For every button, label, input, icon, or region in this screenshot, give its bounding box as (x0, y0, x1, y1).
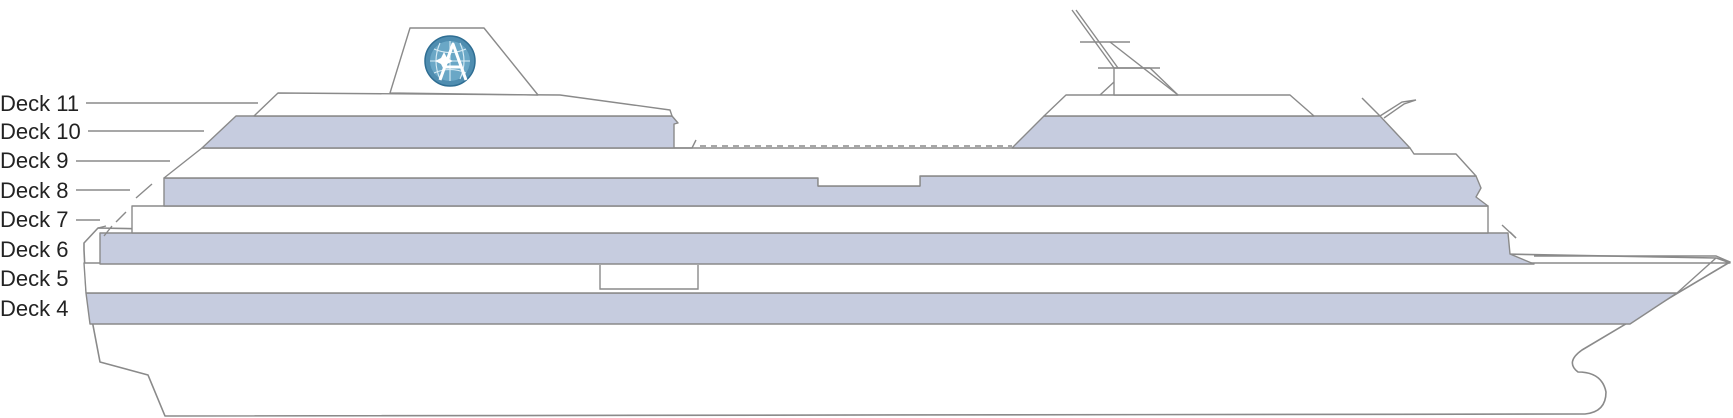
globe-compass-logo-icon (424, 35, 476, 87)
forward-mast (1361, 97, 1417, 119)
deck-labels: Deck 11 Deck 10 Deck 9 Deck 8 Deck 7 Dec… (0, 91, 81, 321)
bow-deck-line (1534, 255, 1731, 263)
deck-9-label: Deck 9 (0, 148, 68, 173)
mast-pole-inner (1075, 9, 1119, 69)
deck-11-forward-band (1043, 94, 1315, 117)
stern-dash-3 (135, 183, 153, 199)
mast-pole (1071, 9, 1115, 69)
deck-9-band (163, 147, 1477, 187)
deck-11-aft-band (253, 92, 673, 117)
stern-dash-1 (103, 225, 113, 237)
forward-mast-flag (1379, 99, 1417, 119)
deck-10-aft-fence (674, 139, 697, 149)
deck-7-band (131, 205, 1489, 234)
radar-mast (1071, 9, 1179, 96)
deck-7-label: Deck 7 (0, 207, 68, 232)
stern-dash-2 (115, 211, 127, 223)
stern-line (97, 225, 107, 229)
deck-11-label: Deck 11 (0, 91, 79, 116)
deck-4-band (85, 292, 1678, 325)
deck-10-aft-band (201, 115, 679, 149)
deck-4-label: Deck 4 (0, 296, 68, 321)
deck-5-hull-door (599, 265, 699, 290)
mast-base (1099, 81, 1115, 96)
deck-10-label: Deck 10 (0, 119, 81, 144)
deck-6-band (99, 232, 1535, 265)
leader-lines (76, 102, 258, 221)
bridge-wheelhouse (1113, 67, 1179, 96)
deck-8-label: Deck 8 (0, 178, 68, 203)
deck-5-label: Deck 5 (0, 266, 68, 291)
logo-compass-star (435, 52, 453, 70)
mast-strut (1109, 41, 1179, 96)
bow-mast-line-2 (1509, 231, 1517, 239)
deck-6-label: Deck 6 (0, 237, 68, 262)
forward-mast-pole-1 (1361, 97, 1381, 117)
deck-10-forward-band (1011, 115, 1411, 149)
